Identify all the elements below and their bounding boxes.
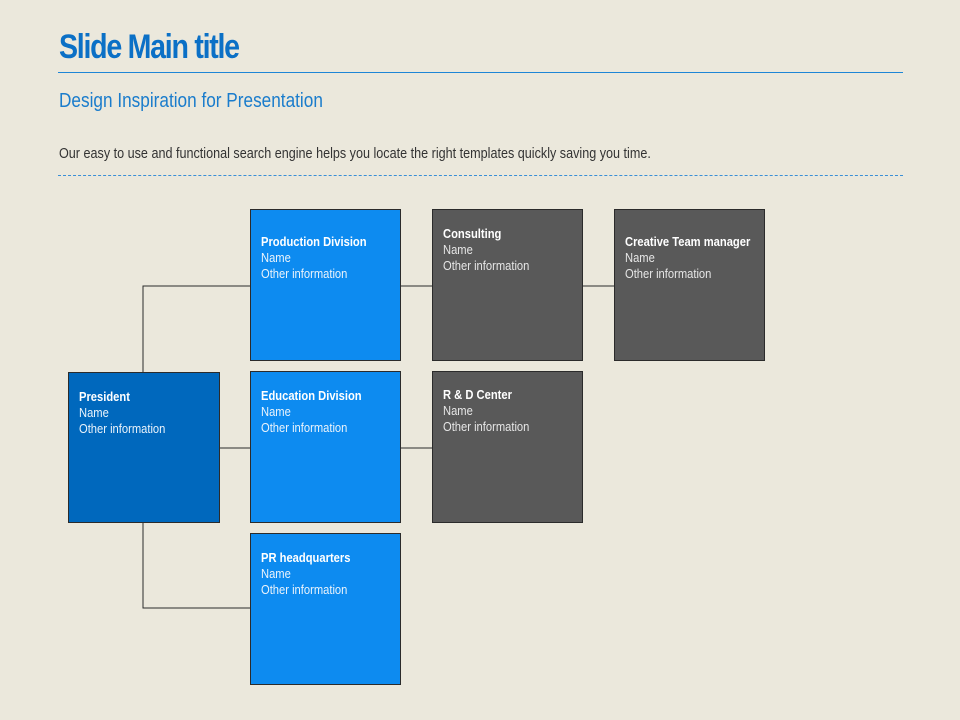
node-name: Name xyxy=(261,566,291,581)
node-info: Other information xyxy=(443,258,530,273)
node-consulting: Consulting Name Other information xyxy=(432,209,583,361)
node-name: Name xyxy=(443,242,473,257)
edge-president-pr xyxy=(142,522,250,609)
node-creative-team-manager: Creative Team manager Name Other informa… xyxy=(614,209,765,361)
slide-main-title: Slide Main title xyxy=(59,28,240,66)
node-role: Education Division xyxy=(261,388,362,403)
node-info: Other information xyxy=(261,582,348,597)
node-info: Other information xyxy=(443,419,530,434)
node-name: Name xyxy=(443,403,473,418)
node-name: Name xyxy=(625,250,655,265)
node-name: Name xyxy=(261,250,291,265)
node-production-division: Production Division Name Other informati… xyxy=(250,209,401,361)
node-info: Other information xyxy=(625,266,712,281)
node-pr-headquarters: PR headquarters Name Other information xyxy=(250,533,401,685)
node-info: Other information xyxy=(261,420,348,435)
node-role: President xyxy=(79,389,130,404)
node-education-division: Education Division Name Other informatio… xyxy=(250,371,401,523)
slide-description: Our easy to use and functional search en… xyxy=(59,145,651,162)
node-rd-center: R & D Center Name Other information xyxy=(432,371,583,523)
node-role: R & D Center xyxy=(443,387,512,402)
node-info: Other information xyxy=(261,266,348,281)
node-president: President Name Other information xyxy=(68,372,220,523)
node-name: Name xyxy=(79,405,109,420)
node-role: Consulting xyxy=(443,226,502,241)
node-role: Creative Team manager xyxy=(625,234,751,249)
dashed-divider xyxy=(58,175,903,176)
node-info: Other information xyxy=(79,421,166,436)
title-divider xyxy=(58,72,903,73)
node-role: PR headquarters xyxy=(261,550,351,565)
node-name: Name xyxy=(261,404,291,419)
slide-subtitle: Design Inspiration for Presentation xyxy=(59,90,323,112)
edge-president-production xyxy=(142,285,250,372)
node-role: Production Division xyxy=(261,234,367,249)
